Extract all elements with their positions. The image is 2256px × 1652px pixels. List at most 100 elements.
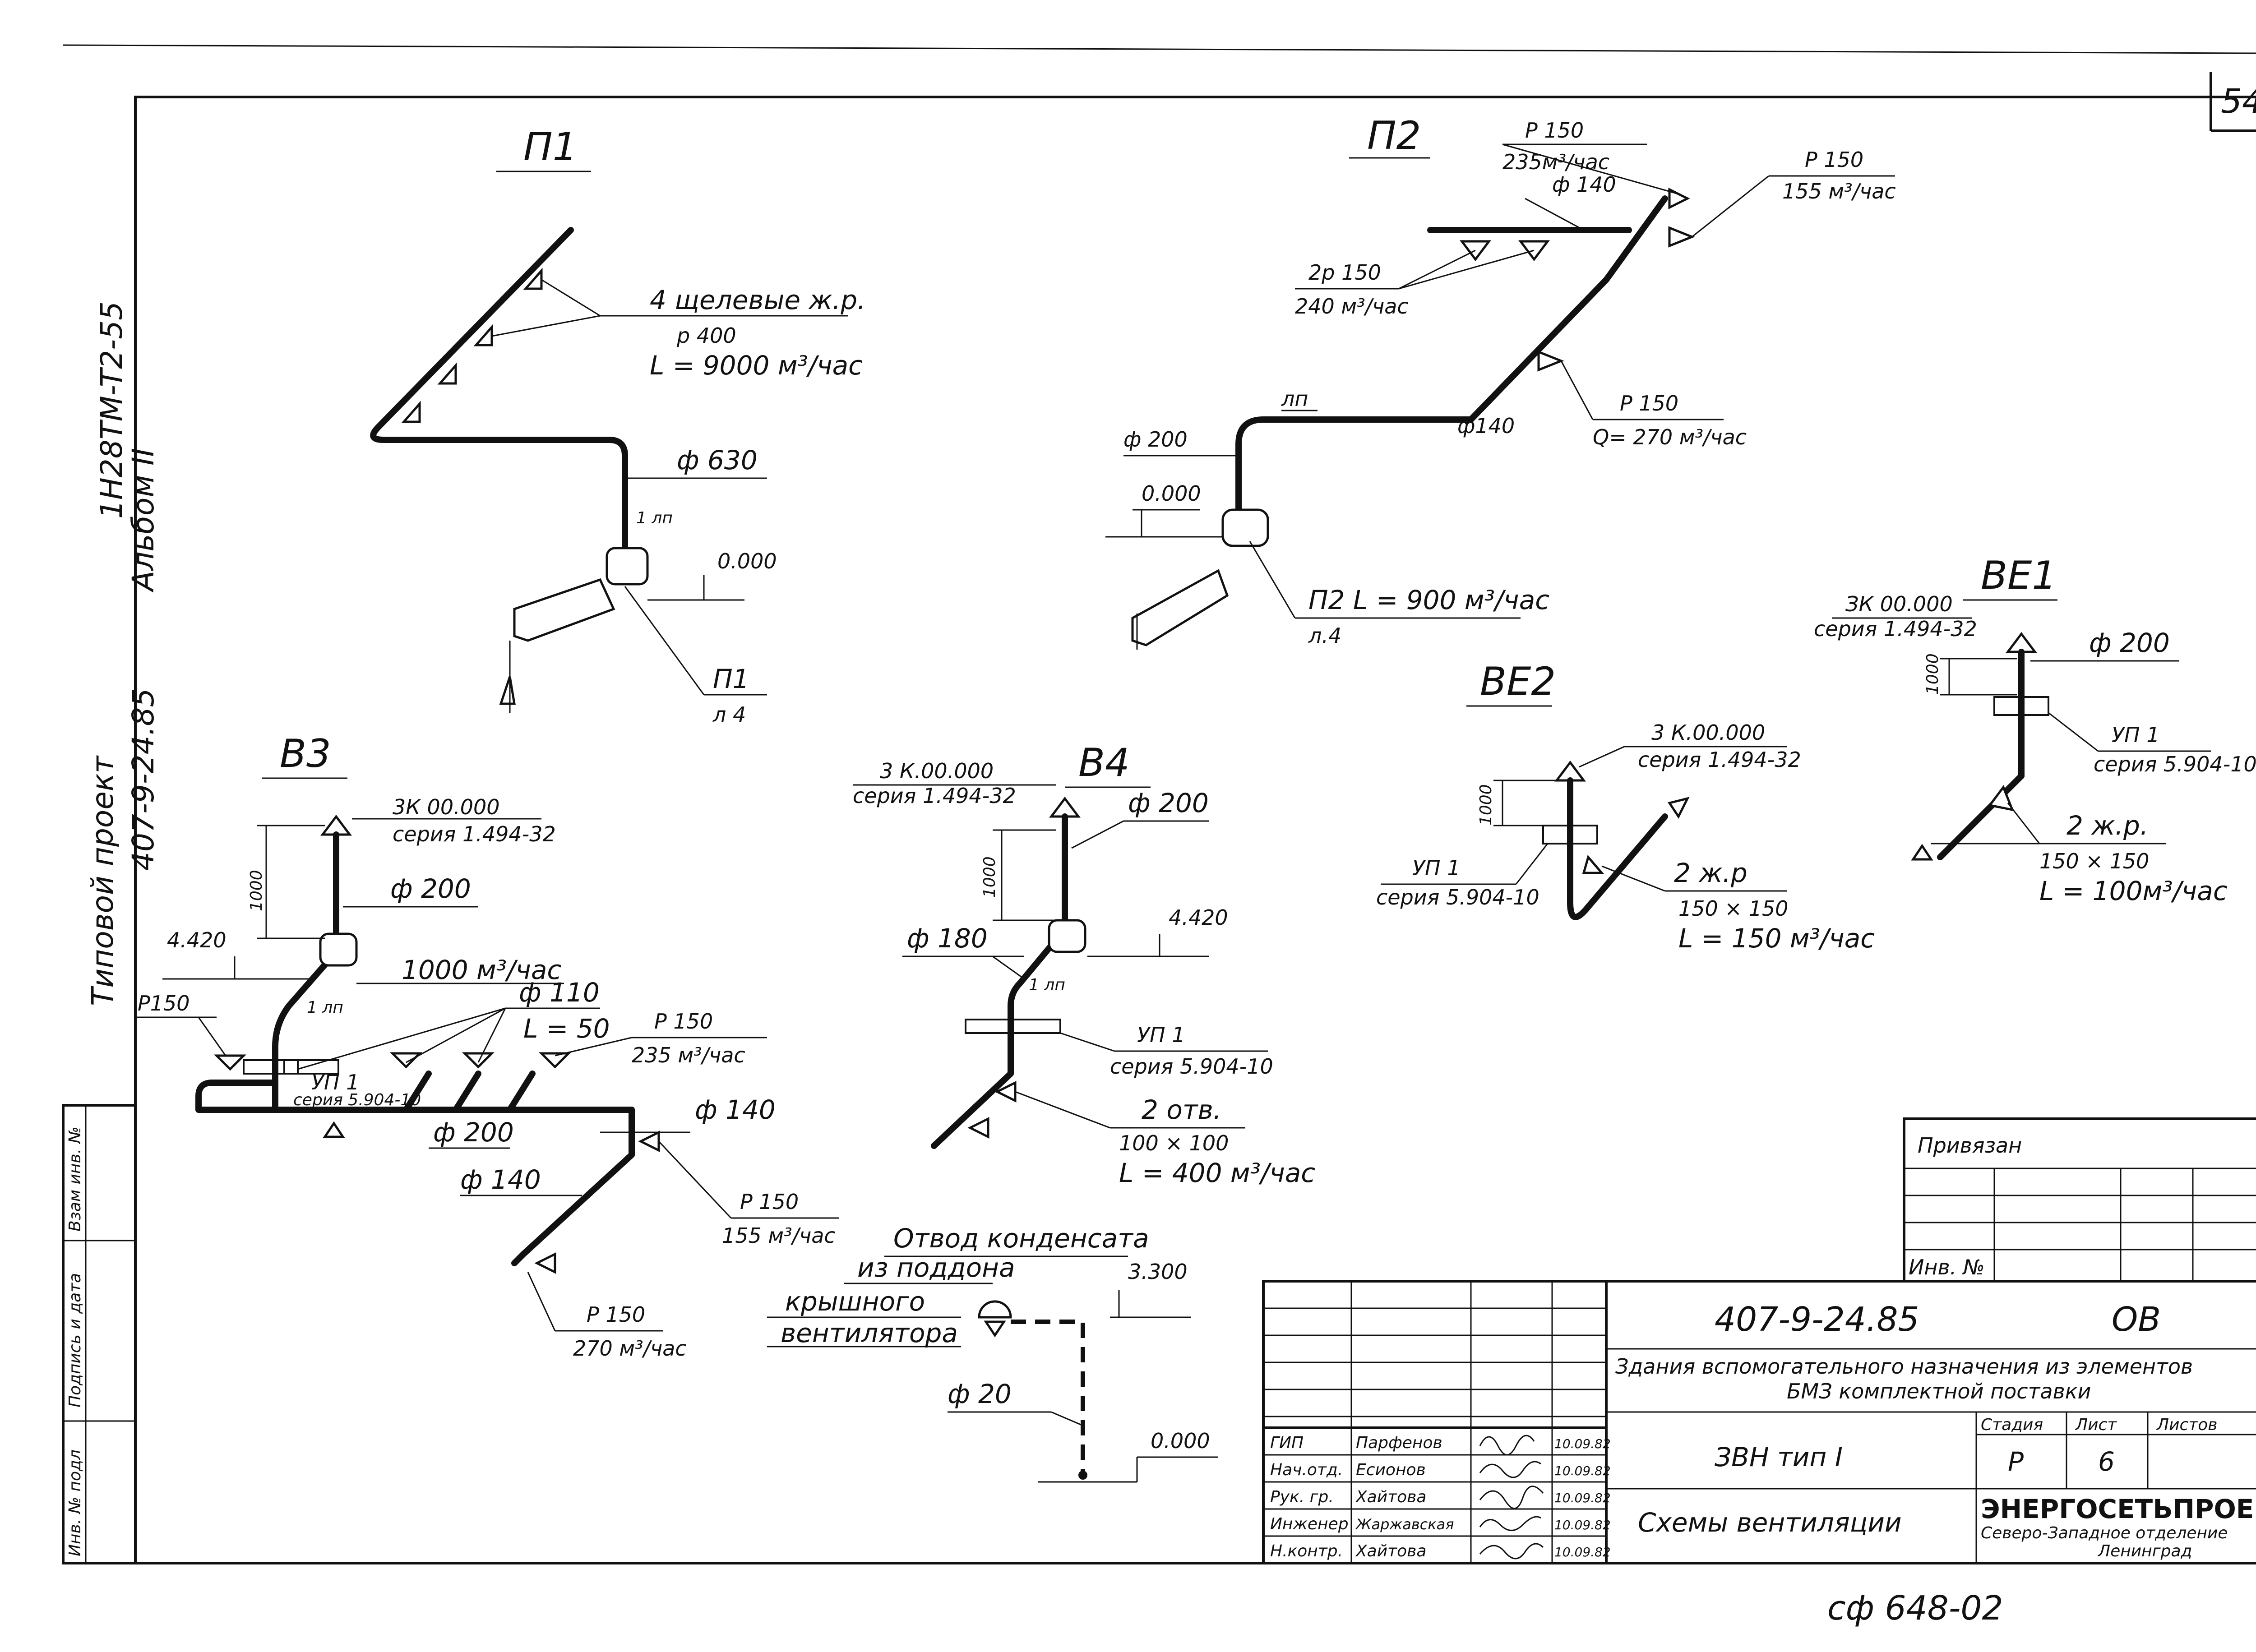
ve2-grille-b xyxy=(1582,854,1604,874)
v3-d110: ф 110 xyxy=(519,977,600,1008)
v3-grille-2 xyxy=(462,1052,495,1069)
p2-r1: Р 150 xyxy=(1525,118,1584,143)
v3-d140-b: ф 140 xyxy=(460,1164,541,1195)
ve1-diam: ф 200 xyxy=(2089,628,2170,658)
p2-gr-leader-a xyxy=(1398,249,1476,290)
p1-unit-intake xyxy=(499,676,516,705)
tb-date-4: 10.09.82 xyxy=(1554,1518,1611,1532)
p2-unit: П2 L = 900 м³/час xyxy=(1308,585,1549,615)
tb-sheet-no: 6 xyxy=(2098,1446,2115,1477)
v4-main-duct xyxy=(931,926,1068,1149)
v3-d110-leader-3 xyxy=(477,1008,506,1063)
sheet-top-edge xyxy=(63,44,2256,54)
ve1-umbrella-series: серия 1.494-32 xyxy=(1814,617,1977,641)
side-album: Альбом II xyxy=(126,448,161,593)
p2-r2-leader xyxy=(1692,175,1769,238)
ve2-unit: УП 1 xyxy=(1412,856,1461,880)
tb-role-2: Нач.отд. xyxy=(1270,1461,1343,1479)
v4-height: 1000 xyxy=(980,856,999,898)
v3-unit-series: серия 5.904-10 xyxy=(293,1091,421,1109)
v3-r-left-leader xyxy=(198,1017,227,1056)
scheme-ve2: ВЕ2 3 К.00.000 серия 1.494-32 1000 УП 1 … xyxy=(1376,659,1875,954)
signature-2 xyxy=(1479,1461,1541,1478)
v3-flow-top: 1000 м³/час xyxy=(402,955,561,985)
p2-r1-diam-leader xyxy=(1525,198,1584,231)
p2-air-terminal-mid xyxy=(1537,350,1564,372)
drawing-frame xyxy=(134,96,2256,1564)
v4-unit-leader xyxy=(1060,1032,1115,1052)
stamp-text-3-group: Инв. № подл xyxy=(66,1449,84,1556)
p1-grille-2 xyxy=(473,324,493,346)
scheme-p2: П2 Р 150 235м³/час ф 140 Р 150 155 м³/ча… xyxy=(1105,113,1896,650)
ve2-unit-leader xyxy=(1515,843,1549,885)
side-archive-group: 1H28TM-T2-55 xyxy=(94,301,129,519)
v4-umbrella-series: серия 1.494-32 xyxy=(853,784,1016,808)
ve1-unit-leader xyxy=(2048,712,2099,752)
tb-date-1: 10.09.82 xyxy=(1554,1436,1611,1451)
ve1-duct-diagonal xyxy=(1937,773,2025,860)
tb-date-2: 10.09.82 xyxy=(1554,1463,1611,1478)
footer-code: сф 648-02 xyxy=(1827,1589,2003,1628)
tb-name-4: Жаржавская xyxy=(1355,1516,1454,1533)
v3-len50: L = 50 xyxy=(523,1013,610,1044)
v3-fan-unit xyxy=(319,932,358,967)
v3-r155-flow: 155 м³/час xyxy=(722,1223,836,1248)
condensate-title-1: Отвод конденсата xyxy=(893,1223,1149,1254)
side-project-code: 407-9-24.85 xyxy=(126,688,161,871)
tb-sheet-label: Лист xyxy=(2075,1416,2117,1434)
v3-r270-flow: 270 м³/час xyxy=(573,1336,687,1361)
p2-d200: ф 200 xyxy=(1123,427,1188,452)
ve1-unit: УП 1 xyxy=(2112,723,2160,747)
ve2-grille: 2 ж.р xyxy=(1674,858,1747,888)
p1-flow: L = 9000 м³/час xyxy=(650,350,863,381)
v3-r270: Р 150 xyxy=(587,1302,645,1327)
v3-umbrella: 3К 00.000 xyxy=(393,795,500,819)
ve2-grille-leader xyxy=(1601,865,1665,892)
p1-duct xyxy=(370,227,628,563)
condensate-pipe xyxy=(1011,1320,1085,1475)
p2-r3-leader xyxy=(1560,360,1594,420)
stamp-text-1: Взам инв. № xyxy=(66,1126,84,1232)
binding-inv: Инв. № xyxy=(1909,1255,1985,1279)
ve2-unit-series: серия 5.904-10 xyxy=(1376,885,1539,909)
v4-branch-size: 100 × 100 xyxy=(1119,1131,1229,1155)
stamp-text-2-group: Подпись и дата xyxy=(66,1273,84,1407)
v3-d200-top: ф 200 xyxy=(390,873,471,904)
v3-branch-3 xyxy=(507,1071,536,1113)
v4-fan-unit xyxy=(1048,919,1086,953)
p2-gr-flow: 240 м³/час xyxy=(1295,294,1409,318)
p2-r3-flow: Q= 270 м³/час xyxy=(1593,425,1747,449)
p2-r2-flow: 155 м³/час xyxy=(1782,179,1896,203)
v3-grille-3 xyxy=(538,1052,572,1069)
ve1-grille-leader xyxy=(2007,803,2040,844)
v3-lp: 1 лп xyxy=(307,998,343,1017)
ve2-grille-size: 150 × 150 xyxy=(1678,896,1788,921)
tb-section: ОВ xyxy=(2112,1300,2161,1339)
tb-object: ЗВН тип I xyxy=(1715,1442,1843,1472)
ve2-height-group: 1000 xyxy=(1477,784,1495,826)
ve1-flow: L = 100м³/час xyxy=(2039,876,2228,906)
condensate-level-bottom: 0.000 xyxy=(1151,1429,1210,1453)
condensate-diam-leader xyxy=(1051,1411,1083,1426)
v4-lp: 1 лп xyxy=(1029,976,1065,994)
binding-table: Привязан Инв. № xyxy=(1903,1117,2256,1283)
p2-level: 0.000 xyxy=(1142,481,1201,506)
ve1-roof-unit xyxy=(1993,696,2049,716)
v3-r155-leader xyxy=(658,1140,732,1219)
p1-grilles-leader-1 xyxy=(541,279,601,317)
p2-main-duct xyxy=(1235,195,1668,522)
ve1-unit-series: серия 5.904-10 xyxy=(2094,752,2256,776)
v4-d200-leader xyxy=(1071,820,1124,849)
tb-code: 407-9-24.85 xyxy=(1715,1300,1919,1339)
p1-unit: П1 xyxy=(713,664,749,694)
condensate-drain: Отвод конденсата из поддона крышного вен… xyxy=(767,1223,1218,1483)
tb-name-2: Есионов xyxy=(1356,1461,1426,1479)
v3-level: 4.420 xyxy=(167,928,227,952)
p2-supply-unit xyxy=(1131,569,1229,646)
v4-unit-series: серия 5.904-10 xyxy=(1110,1054,1273,1079)
ve1-grille-a xyxy=(1988,784,2015,812)
p2-d140: ф140 xyxy=(1457,414,1515,438)
p1-grille-3 xyxy=(437,362,457,385)
v4-d180-leader xyxy=(992,955,1025,980)
